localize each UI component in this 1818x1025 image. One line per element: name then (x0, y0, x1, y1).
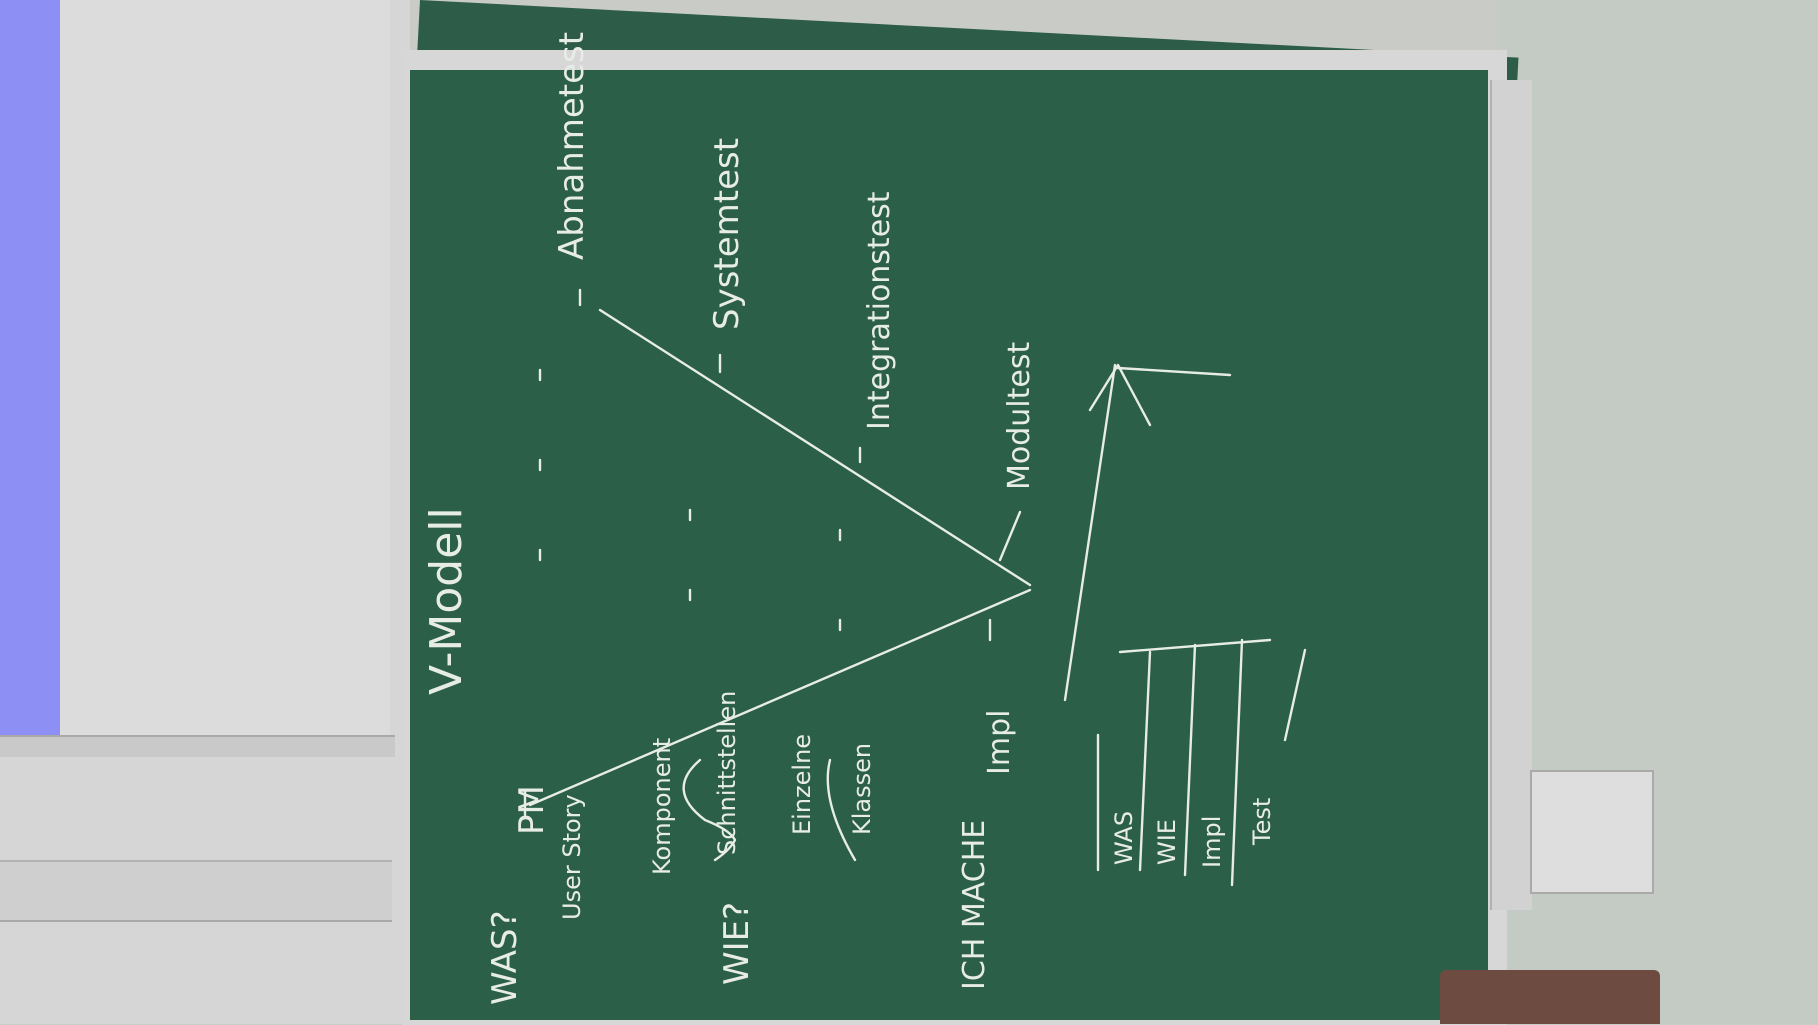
chalkboard (410, 70, 1488, 1020)
pm-label: PM (512, 785, 552, 835)
table-row-impl: Impl (1198, 815, 1226, 868)
arrow-head (1088, 363, 1152, 427)
abnahmetest-label: Abnahmetest (552, 31, 592, 260)
systemtest-label: Systemtest (707, 137, 747, 330)
brace-wie (682, 758, 737, 862)
board-title: V-Modell (421, 507, 472, 695)
level-tick-modul (998, 510, 1022, 562)
integrationstest-label: Integrationstest (862, 191, 897, 430)
brace-lower (826, 758, 857, 862)
impl-label: Impl (982, 709, 1017, 775)
table-col-4 (1283, 648, 1307, 742)
was-label: WAS? (485, 910, 525, 1005)
user-story-label: User Story (558, 794, 586, 920)
wall-ledge (0, 860, 392, 922)
arrow-head-ext (1116, 366, 1232, 377)
table-row-test: Test (1248, 797, 1276, 845)
table-col-1 (1138, 650, 1152, 872)
chalk-tray (1490, 80, 1532, 910)
v-left-arm (528, 588, 1032, 807)
komponent-label: Komponent (648, 737, 676, 875)
arrow-shaft (1063, 363, 1117, 702)
ich-mache-label: ICH MACHE (957, 819, 992, 990)
einzelne-label: Einzelne (788, 733, 816, 835)
board-bracket (1530, 770, 1654, 894)
screen-bottom-bar (0, 735, 395, 757)
wie-label: WIE? (717, 901, 757, 985)
projection-screen (0, 0, 390, 745)
projection-light (0, 0, 60, 745)
schnittstellen-label: Schnittstellen (713, 690, 741, 855)
table-row-wie: WIE (1153, 819, 1181, 865)
klassen-label: Klassen (848, 742, 876, 835)
table-col-3 (1230, 638, 1244, 887)
table-col-2 (1183, 643, 1197, 877)
table-row-was: WAS (1110, 810, 1138, 865)
bag (1440, 970, 1660, 1024)
v-right-arm (598, 308, 1032, 587)
modultest-label: Modultest (1002, 341, 1037, 490)
